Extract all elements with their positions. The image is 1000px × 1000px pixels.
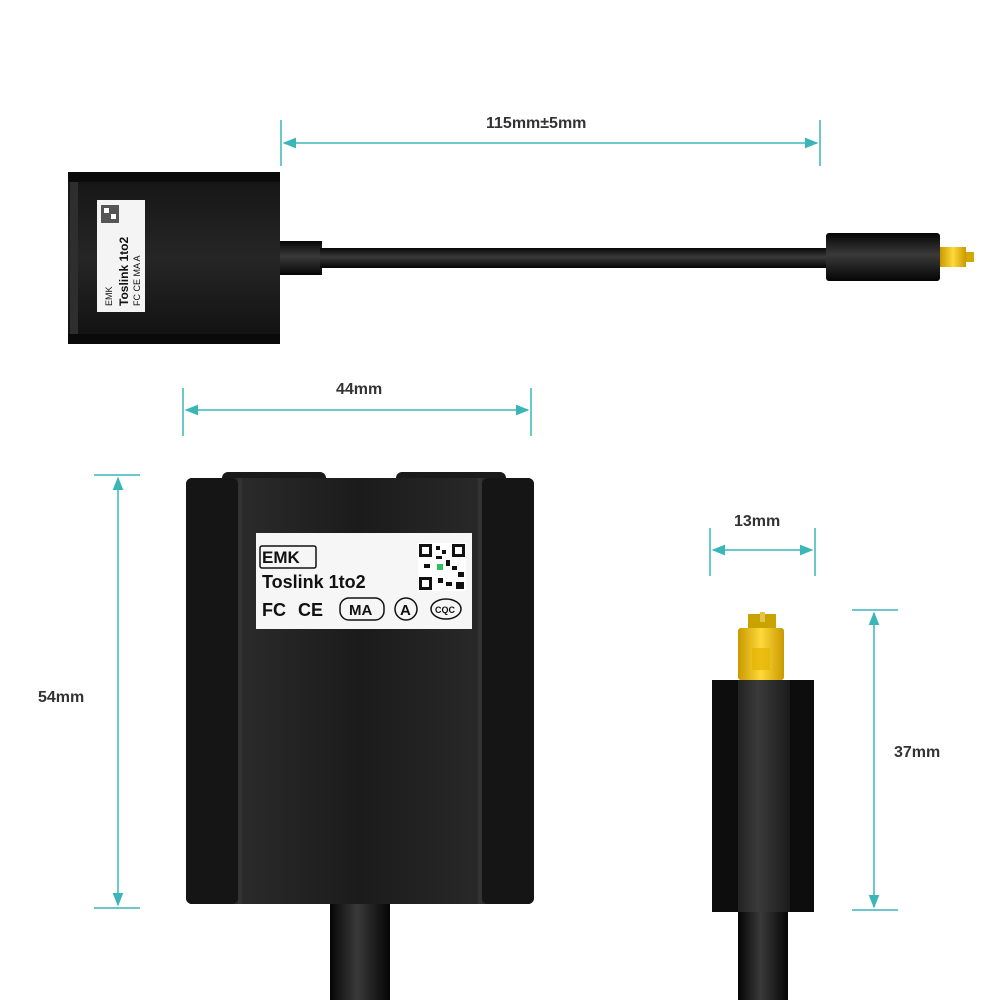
- toslink-plug-view: [712, 612, 814, 1000]
- cable-length-label: 115mm±5mm: [486, 115, 587, 132]
- plug-cable: [738, 912, 788, 1000]
- svg-text:FC CE MA A: FC CE MA A: [132, 255, 142, 306]
- dimension-lines: [94, 120, 898, 911]
- cqc-mark: CQC: [435, 605, 456, 615]
- top-view-strain-relief: [280, 241, 322, 275]
- body-height-label: 54mm: [38, 689, 85, 706]
- body-width-label: 44mm: [336, 381, 383, 398]
- cma-mark: MA: [349, 602, 372, 619]
- plug-length-label: 37mm: [894, 744, 941, 761]
- a-mark: A: [400, 602, 411, 619]
- fcc-mark: FC: [262, 600, 286, 620]
- top-view-cable: [320, 248, 830, 268]
- top-view-plug-housing: [826, 233, 940, 281]
- front-view-label-sticker: EMK Toslink 1to2 FC CE MA A CQC: [256, 533, 472, 629]
- top-view-label-sticker: Toslink 1to2 FC CE MA A EMK: [97, 200, 145, 312]
- top-view-splitter: Toslink 1to2 FC CE MA A EMK: [68, 172, 974, 344]
- front-view-splitter: EMK Toslink 1to2 FC CE MA A CQC: [186, 472, 534, 1000]
- ce-mark: CE: [298, 600, 323, 620]
- brand-logo: EMK: [262, 548, 301, 567]
- svg-text:Toslink 1to2: Toslink 1to2: [117, 237, 131, 306]
- model-name: Toslink 1to2: [262, 572, 366, 592]
- front-view-cable: [330, 904, 390, 1000]
- qr-code: [418, 543, 466, 591]
- plug-width-label: 13mm: [734, 513, 781, 530]
- svg-text:EMK: EMK: [104, 286, 114, 306]
